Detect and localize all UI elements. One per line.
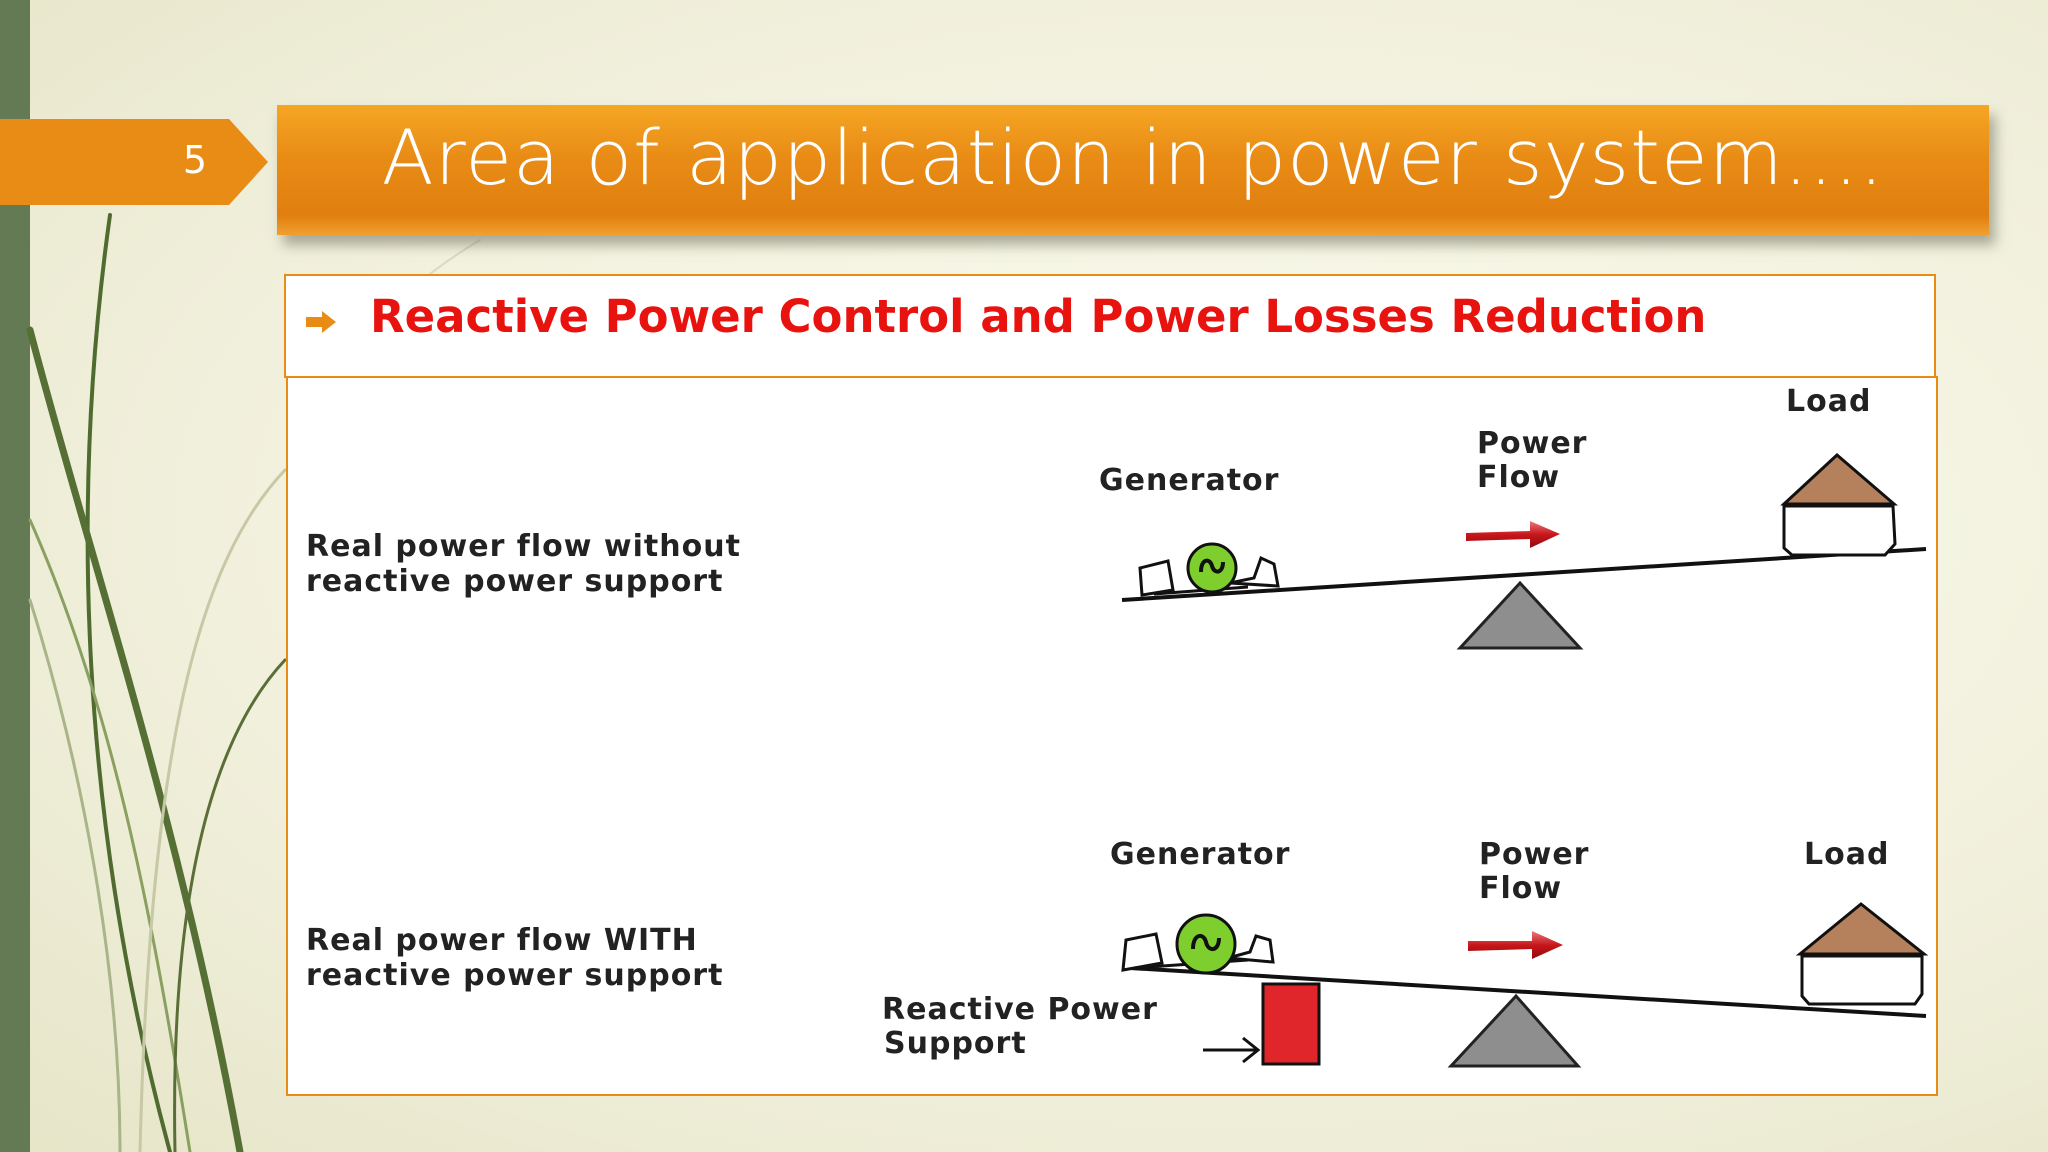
power-flow-diagram: Real power flow without reactive power s… <box>306 384 1929 1068</box>
support-label-line1: Reactive Power <box>882 992 1158 1027</box>
bullet-box: Reactive Power Control and Power Losses … <box>284 274 1936 378</box>
without-description-line2: reactive power support <box>306 564 723 599</box>
with-flow-label-line1: Power <box>1479 837 1589 872</box>
with-flow-label-line2: Flow <box>1479 871 1562 906</box>
without-flow-label-line2: Flow <box>1477 460 1560 495</box>
with-generator-label: Generator <box>1110 837 1290 872</box>
with-description-line1: Real power flow WITH <box>306 923 698 958</box>
slide-number-tab <box>0 119 268 205</box>
title-bar: Area of application in power system.... <box>277 105 1989 235</box>
without-lever-beam <box>1121 547 1927 602</box>
fulcrum-icon <box>1447 993 1582 1068</box>
bullet-text: Reactive Power Control and Power Losses … <box>370 290 1707 343</box>
fulcrum-icon <box>1456 580 1584 650</box>
reactive-support-bar <box>1203 982 1321 1066</box>
house-icon <box>1780 452 1899 557</box>
flow-arrow-icon <box>1466 521 1560 548</box>
diagram-figure: Real power flow without reactive power s… <box>286 376 1938 1096</box>
without-generator-label: Generator <box>1099 463 1279 498</box>
with-description-line2: reactive power support <box>306 958 723 993</box>
bullet-arrow-icon <box>306 311 336 333</box>
without-flow-label-line1: Power <box>1477 426 1587 461</box>
generator-icon <box>1121 913 1275 975</box>
slide-title: Area of application in power system.... <box>381 113 1885 202</box>
scenario-without-support: Real power flow without reactive power s… <box>306 384 1927 650</box>
without-description-line1: Real power flow without <box>306 529 741 564</box>
support-label-line2: Support <box>884 1026 1027 1061</box>
with-load-label: Load <box>1804 837 1889 872</box>
with-lever-beam <box>1129 966 1927 1018</box>
generator-icon <box>1138 542 1280 597</box>
house-icon <box>1795 902 1929 1006</box>
slide-number: 5 <box>182 138 208 182</box>
flow-arrow-icon <box>1468 931 1563 959</box>
scenario-with-support: Real power flow WITH reactive power supp… <box>306 837 1929 1068</box>
without-load-label: Load <box>1786 384 1871 419</box>
